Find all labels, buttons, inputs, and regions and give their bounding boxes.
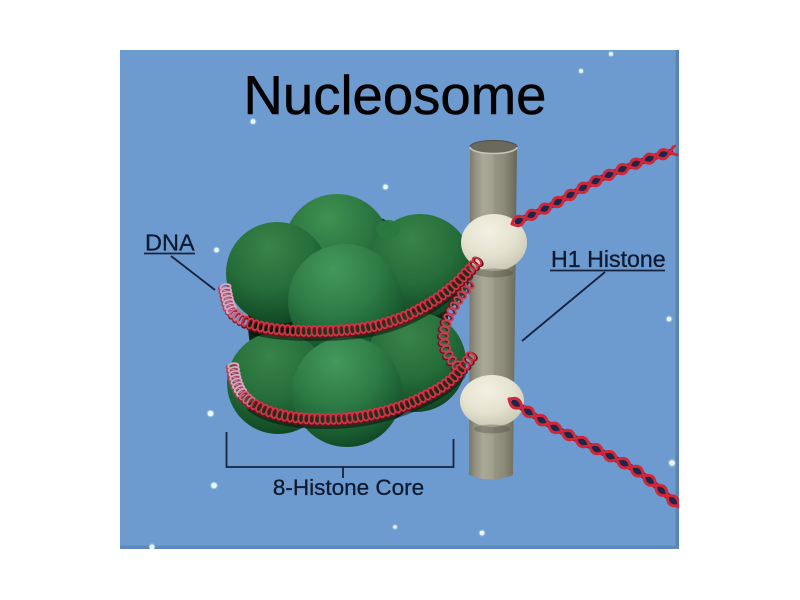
svg-text:H1 Histone: H1 Histone [551,246,666,272]
svg-text:DNA: DNA [145,230,195,256]
svg-text:Nucleosome: Nucleosome [244,65,547,126]
svg-text:8-Histone Core: 8-Histone Core [273,475,424,500]
